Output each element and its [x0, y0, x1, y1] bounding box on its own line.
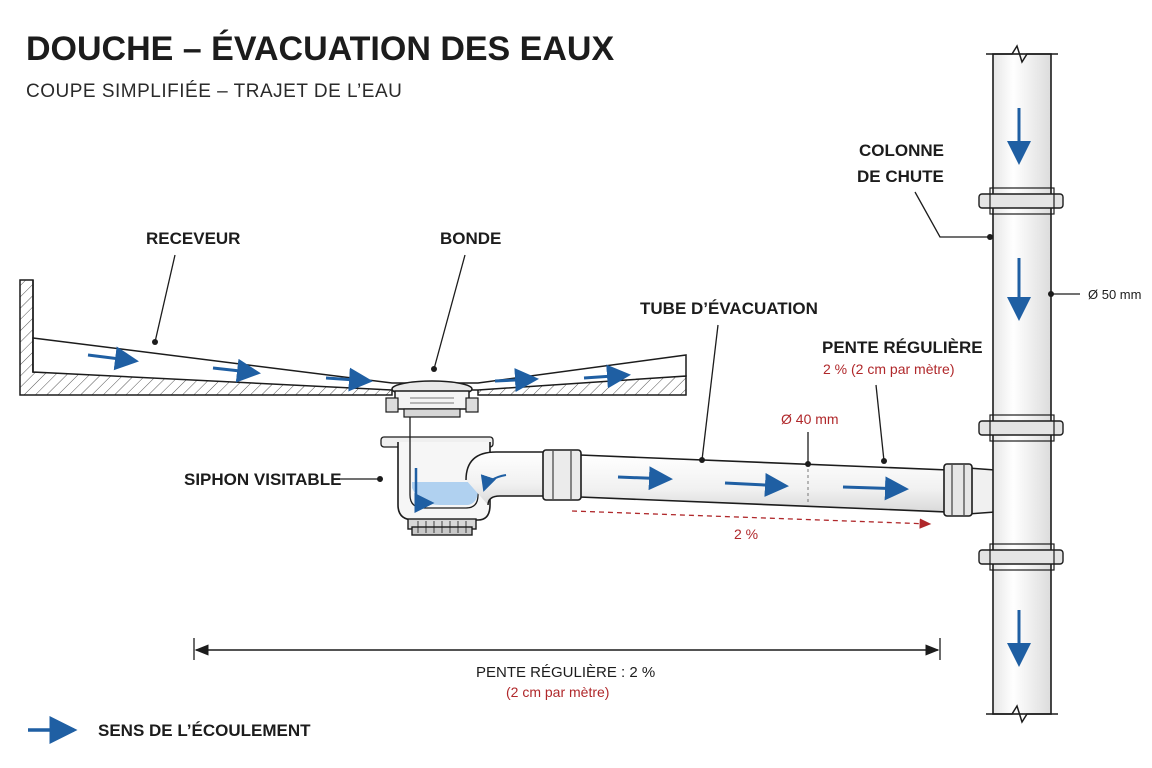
page-title: DOUCHE – ÉVACUATION DES EAUX — [26, 30, 614, 68]
pipe-clamp — [978, 187, 1064, 215]
drain-bonde — [385, 380, 479, 418]
label-pente: PENTE RÉGULIÈRE — [822, 338, 983, 357]
slope-arrow — [571, 510, 932, 529]
label-pente-detail: 2 % (2 cm par mètre) — [823, 361, 954, 377]
label-bonde: BONDE — [440, 229, 501, 248]
flow-arrow-icon — [842, 476, 909, 501]
page-subtitle: COUPE SIMPLIFIÉE – TRAJET DE L’EAU — [26, 81, 402, 102]
flow-arrow-icon — [617, 466, 673, 491]
siphon-return-arrow-icon — [480, 474, 507, 492]
flow-arrow-icon — [87, 346, 139, 371]
label-tube: TUBE D’ÉVACUATION — [640, 299, 818, 318]
soil-stack — [978, 44, 1064, 724]
label-colonne-2: DE CHUTE — [857, 167, 944, 186]
label-slope-arrow: 2 % — [734, 526, 758, 542]
legend-label: SENS DE L’ÉCOULEMENT — [98, 721, 311, 740]
label-diam40: Ø 40 mm — [781, 411, 839, 427]
leader-dots — [152, 234, 1054, 482]
flow-arrow-icon — [325, 367, 373, 392]
pipe-clamp — [978, 414, 1064, 442]
dimension-detail: (2 cm par mètre) — [506, 684, 609, 700]
leader-lines — [154, 191, 1080, 480]
flow-arrow-icon — [583, 364, 631, 389]
dimension-text: PENTE RÉGULIÈRE : 2 % — [476, 664, 655, 681]
label-colonne-1: COLONNE — [859, 141, 944, 160]
tray-flow-arrows — [87, 346, 631, 393]
label-diam50: Ø 50 mm — [1088, 287, 1141, 302]
label-siphon: SIPHON VISITABLE — [184, 470, 341, 489]
siphon-body — [380, 417, 547, 536]
flow-arrow-icon — [212, 358, 261, 383]
pipe-clamp — [978, 543, 1064, 571]
label-receveur: RECEVEUR — [146, 229, 240, 248]
flow-arrow-icon — [494, 368, 539, 393]
evacuation-pipe — [542, 449, 949, 513]
siphon-flow-arrow-icon — [414, 468, 435, 513]
flow-arrow-icon — [724, 472, 789, 497]
